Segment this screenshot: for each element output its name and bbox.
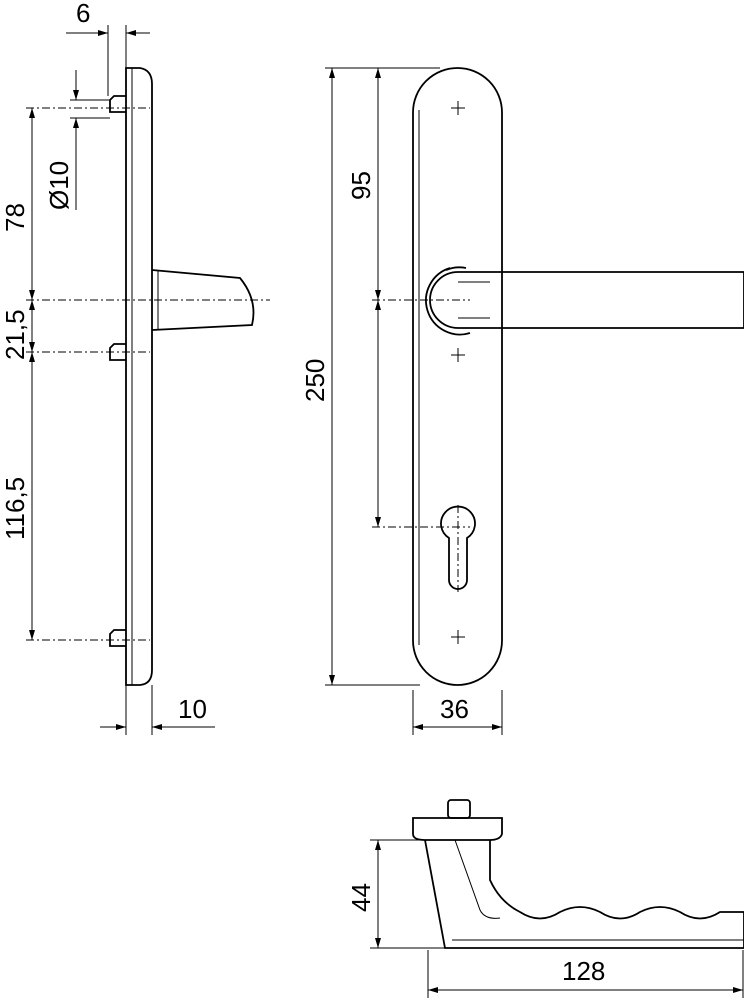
rose-profile xyxy=(412,817,503,841)
dim-95-label: 95 xyxy=(346,171,376,200)
front-view: 250 95 36 xyxy=(300,67,744,735)
front-plate xyxy=(412,67,503,686)
side-view: 6 Ø10 78 21,5 116,5 10 xyxy=(0,0,270,735)
dim-78-label: 78 xyxy=(0,203,30,232)
dim-10-diameter-label: Ø10 xyxy=(44,161,74,210)
dim-250-label: 250 xyxy=(300,359,330,402)
dim-21-5-label: 21,5 xyxy=(0,309,30,360)
fixing-pins xyxy=(109,95,126,647)
lever-profile xyxy=(424,839,744,949)
dim-10-label: 10 xyxy=(178,694,207,724)
dim-116-5-label: 116,5 xyxy=(0,477,30,540)
dim-6-label: 6 xyxy=(76,0,90,28)
dim-36-label: 36 xyxy=(440,694,469,724)
dim-44-label: 44 xyxy=(346,883,376,912)
lever-profile-view: 44 128 xyxy=(346,799,744,998)
side-plate xyxy=(125,67,153,686)
side-rose-stub xyxy=(151,269,255,331)
screw-marks xyxy=(451,101,465,644)
lever-handle xyxy=(429,271,744,329)
cylinder-keyhole xyxy=(440,505,476,590)
dim-128-label: 128 xyxy=(562,956,605,986)
